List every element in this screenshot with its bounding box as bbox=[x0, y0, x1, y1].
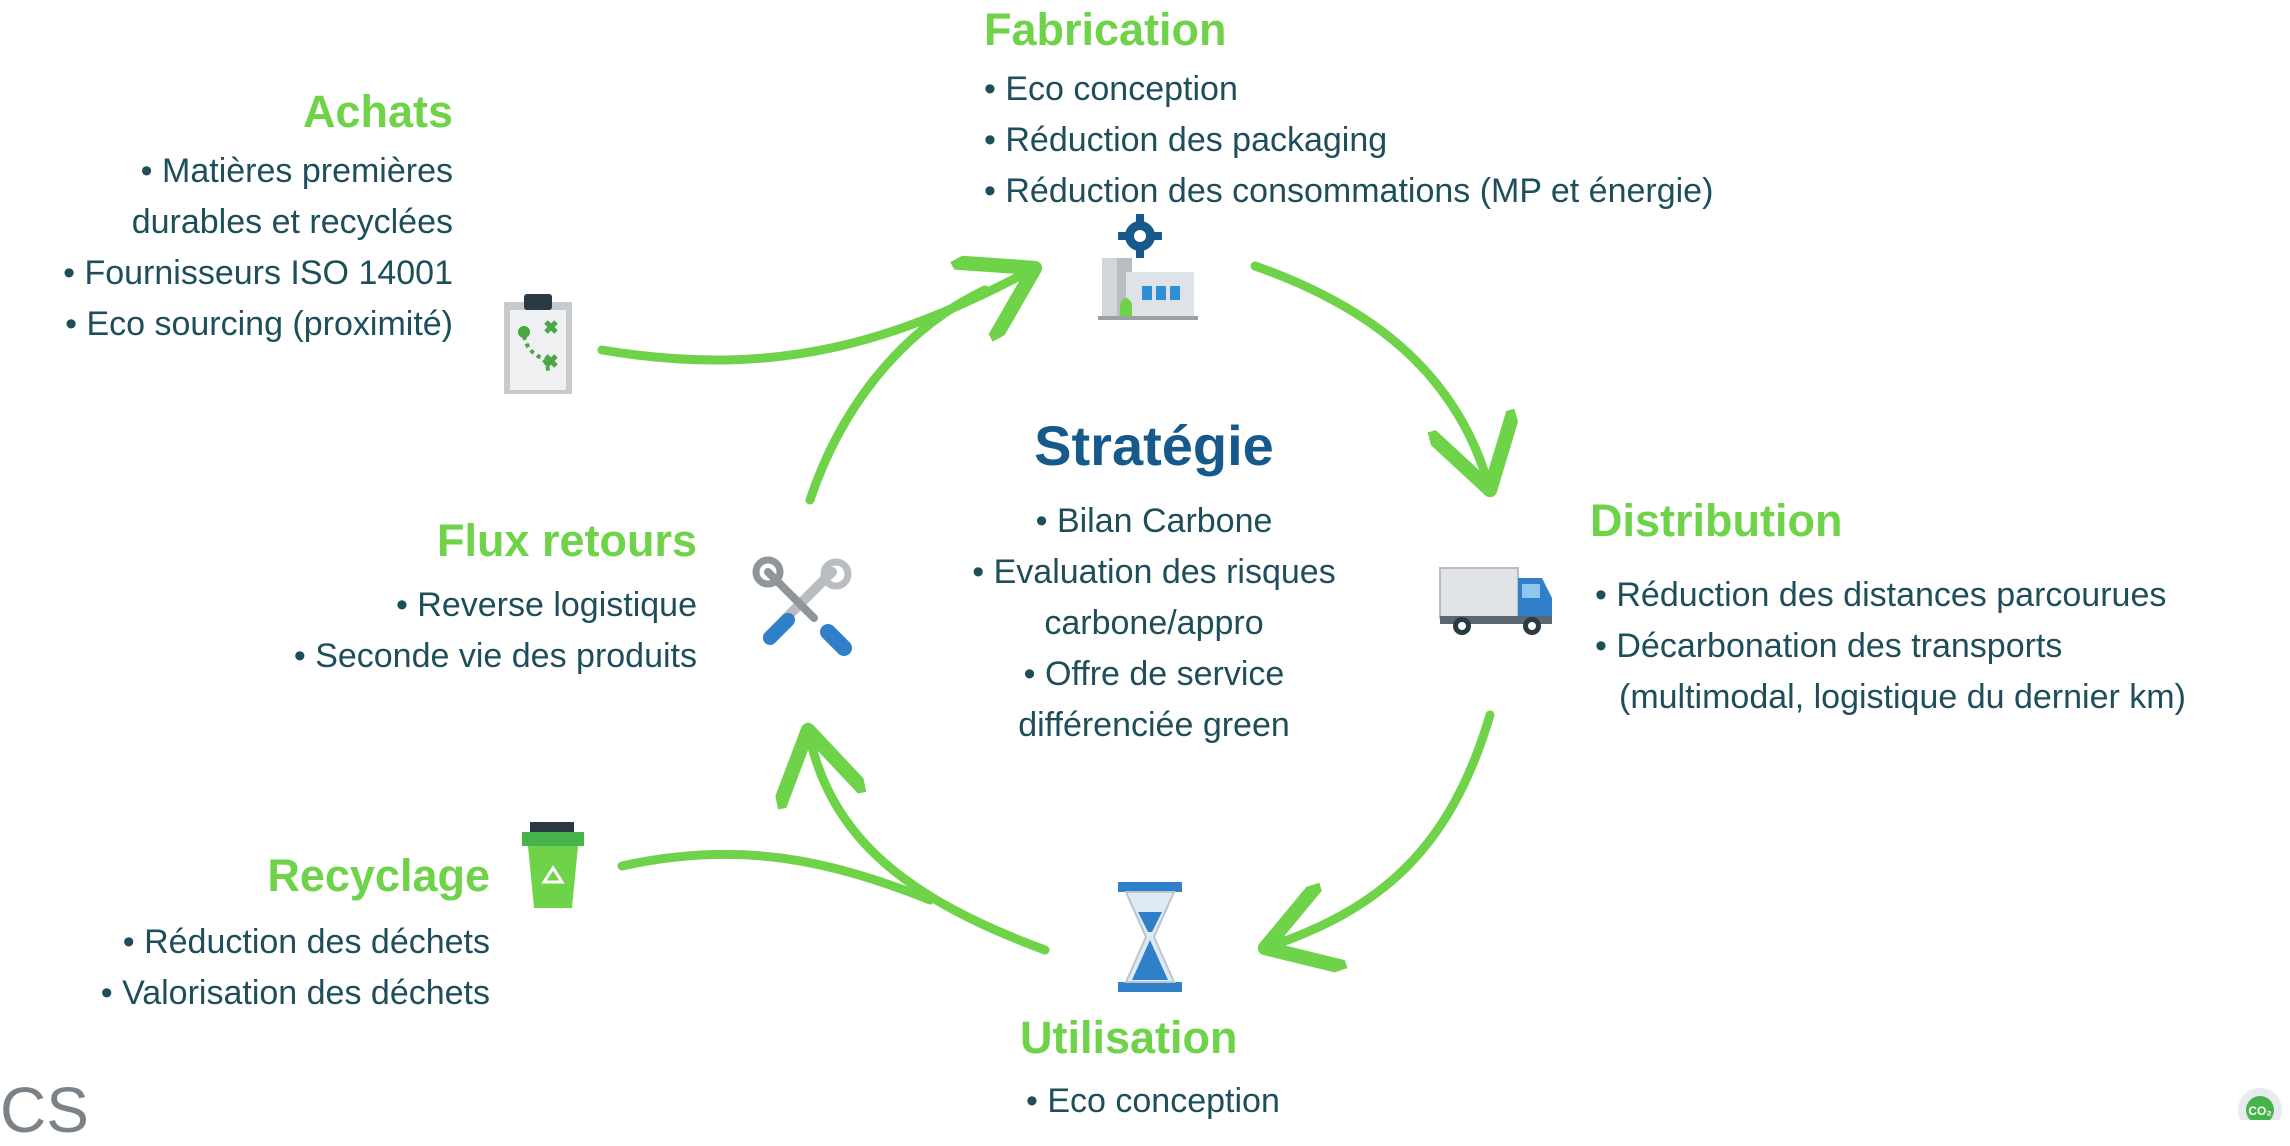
utilisation-list: Eco conception bbox=[1026, 1076, 1280, 1127]
list-item: Reverse logistique bbox=[294, 580, 697, 631]
list-item-continuation: (multimodal, logistique du dernier km) bbox=[1595, 672, 2186, 723]
list-item-continuation-text: durables et recyclées bbox=[131, 203, 453, 241]
list-item: Réduction des packaging bbox=[984, 115, 1713, 166]
distribution-list: Réduction des distances parcourues Décar… bbox=[1595, 570, 2186, 723]
arrow-flux-to-fabrication bbox=[805, 285, 990, 505]
strategie-title: Stratégie bbox=[1034, 414, 1274, 477]
list-item: Eco conception bbox=[984, 64, 1713, 115]
factory-icon bbox=[1098, 214, 1198, 320]
arrow-recyclage-to-flux bbox=[617, 849, 935, 905]
tools-icon bbox=[752, 556, 852, 656]
fabrication-list: Eco conception Réduction des packaging R… bbox=[984, 64, 1713, 217]
list-item: Seconde vie des produits bbox=[294, 631, 697, 682]
list-item: Bilan Carbone bbox=[904, 496, 1404, 547]
co2-badge-icon: CO₂ bbox=[2238, 1088, 2282, 1120]
recycle-bin-icon bbox=[522, 822, 584, 908]
list-item: Réduction des déchets bbox=[101, 917, 490, 968]
list-item-continuation-text: différenciée green bbox=[1018, 706, 1290, 744]
arrow-utilisation-to-flux bbox=[808, 730, 1050, 955]
flux-retours-title: Flux retours bbox=[436, 515, 697, 566]
list-item-continuation: carbone/appro bbox=[904, 598, 1404, 649]
arrow-fabrication-to-distribution bbox=[1250, 261, 1490, 490]
utilisation-title: Utilisation bbox=[1020, 1012, 1238, 1063]
arrow-distribution-to-utilisation bbox=[1265, 710, 1495, 948]
clipboard-strategy-icon bbox=[504, 294, 572, 394]
achats-title: Achats bbox=[302, 86, 453, 137]
strategy-cycle-diagram: CO₂ Fabrication Eco conception Réduction… bbox=[0, 0, 2290, 1120]
distribution-title: Distribution bbox=[1590, 495, 1843, 546]
list-item-continuation: différenciée green bbox=[904, 700, 1404, 751]
list-item: Réduction des distances parcourues bbox=[1595, 570, 2186, 621]
list-item-continuation-text: carbone/appro bbox=[1044, 604, 1264, 642]
list-item: Réduction des consommations (MP et énerg… bbox=[984, 166, 1713, 217]
list-item: Décarbonation des transports bbox=[1595, 621, 2186, 672]
recyclage-list: Réduction des déchets Valorisation des d… bbox=[101, 917, 490, 1019]
fabrication-title: Fabrication bbox=[984, 4, 1227, 55]
hourglass-icon bbox=[1118, 882, 1182, 992]
cycle-arrows-layer: CO₂ bbox=[504, 214, 2282, 1120]
flux-retours-list: Reverse logistique Seconde vie des produ… bbox=[294, 580, 697, 682]
list-item: Matières premières bbox=[63, 146, 453, 197]
list-item-continuation-text: (multimodal, logistique du dernier km) bbox=[1619, 678, 2186, 716]
list-item: Eco conception bbox=[1026, 1076, 1280, 1127]
list-item: Evaluation des risques bbox=[904, 547, 1404, 598]
truck-icon bbox=[1439, 567, 1552, 635]
strategie-list: Bilan Carbone Evaluation des risques car… bbox=[904, 496, 1404, 751]
footer-logo: CS bbox=[0, 1074, 89, 1146]
list-item-continuation: durables et recyclées bbox=[63, 197, 453, 248]
list-item: Eco sourcing (proximité) bbox=[63, 299, 453, 350]
list-item: Offre de service bbox=[904, 649, 1404, 700]
recyclage-title: Recyclage bbox=[267, 850, 490, 901]
list-item: Valorisation des déchets bbox=[101, 968, 490, 1019]
arrow-achats-to-fabrication bbox=[597, 268, 1035, 365]
achats-list: Matières premières durables et recyclées… bbox=[63, 146, 453, 350]
list-item: Fournisseurs ISO 14001 bbox=[63, 248, 453, 299]
co2-badge-text: CO₂ bbox=[2248, 1104, 2271, 1118]
